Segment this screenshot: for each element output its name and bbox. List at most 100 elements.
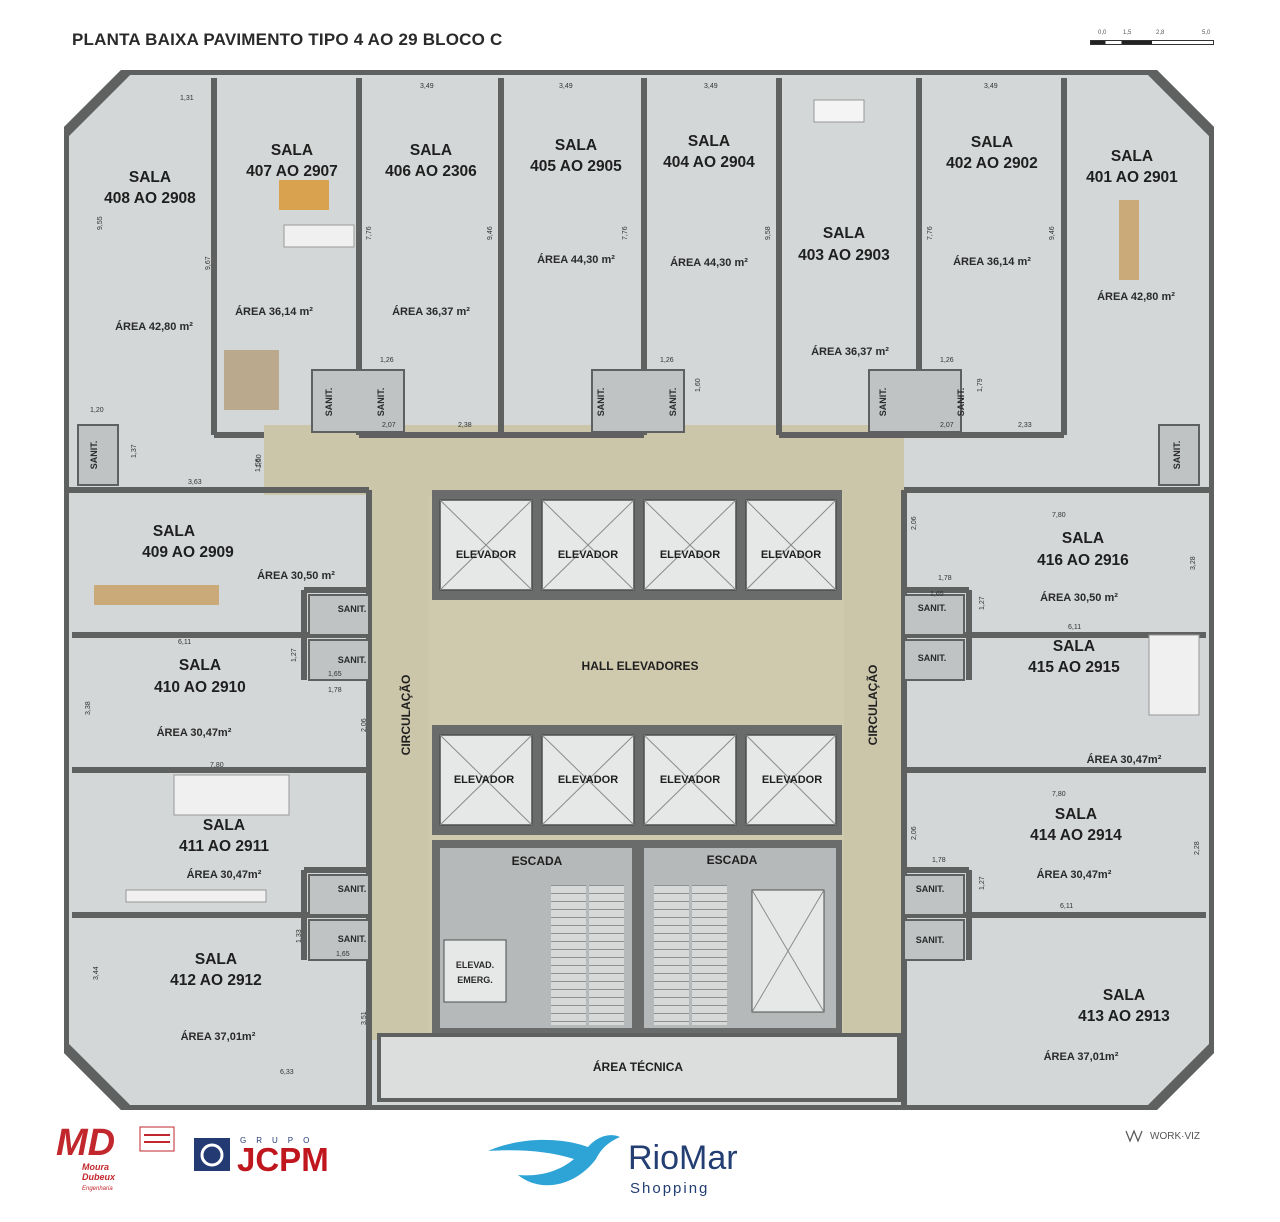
room-number: 402 AO 2902 [946,155,1038,172]
sanit-label: SANIT. [89,441,99,470]
circulation-label-right: CIRCULAÇÃO [865,665,880,746]
room-number: 415 AO 2915 [1028,659,1120,676]
plan-title: PLANTA BAIXA PAVIMENTO TIPO 4 AO 29 BLOC… [72,30,503,49]
room-number: 412 AO 2912 [170,972,262,989]
dimension: 3,49 [984,83,998,90]
dimension: 7,80 [1052,512,1066,519]
dimension: 1,50 [256,454,263,468]
jcpm-group-text: GRUPO [240,1136,319,1145]
technical-area-label: ÁREA TÉCNICA [593,1059,684,1074]
elevator-label: ELEVADOR [558,549,618,561]
dimension: 1,65 [328,671,342,678]
elevator-label: ELEVADOR [456,549,516,561]
sanit-label: SANIT. [338,655,367,665]
md-logo-sub: Moura [82,1162,109,1172]
room-number: 416 AO 2916 [1037,552,1129,569]
md-badge [139,1126,175,1152]
elevator-label: ELEVADOR [761,549,821,561]
logo-strip: MD Moura Dubeux Engenharia GRUPO JCPM Ri… [0,1115,1280,1217]
sanit-label: SANIT. [1172,441,1182,470]
riomar-logo: RioMar Shopping [488,1135,738,1197]
dimension-labels: 1,31 3,49 3,49 3,49 3,49 9,55 9,67 7,76 … [85,83,1201,1076]
riomar-logo-sub: Shopping [630,1180,709,1197]
dimension: 1,26 [940,357,954,364]
room-label: SALA [971,134,1013,151]
elevator-label: ELEVADOR [660,549,720,561]
sanit-label: SANIT. [376,388,386,417]
dimension: 1,31 [180,95,194,102]
room-area: ÁREA 44,30 m² [670,256,748,269]
jcpm-logo-text: JCPM [237,1141,329,1178]
dimension: 7,76 [622,226,629,240]
sanit-label: SANIT. [596,388,606,417]
workviz-logo-text: WORK·VIZ [1150,1131,1200,1142]
dimension: 9,55 [97,216,104,230]
sanit-label: SANIT. [918,653,947,663]
dimension: 6,11 [178,639,191,646]
workviz-mark-icon [1125,1129,1143,1143]
dimension: 7,80 [1052,791,1066,798]
room-label: SALA [271,142,313,159]
room-label: SALA [1053,638,1095,655]
room-number: 408 AO 2908 [104,190,196,207]
floor-plan: SALA 408 AO 2908 ÁREA 42,80 m² SALA 407 … [64,70,1214,1110]
md-logo: MD Moura Dubeux Engenharia [56,1122,175,1192]
dimension: 9,58 [765,226,772,240]
dimension: 3,49 [704,83,718,90]
dimension: 3,49 [420,83,434,90]
dimension: 1,27 [979,596,986,610]
scale-label: 0,0 [1098,30,1107,36]
dimension: 2,06 [911,826,918,840]
sanit-label: SANIT. [338,604,367,614]
technical-area [377,1033,901,1102]
circulation-label-left: CIRCULAÇÃO [398,675,413,756]
room-area: ÁREA 30,47m² [1087,753,1162,766]
dimension: 1,33 [296,929,303,943]
dimension: 9,67 [205,256,212,270]
hall-label: HALL ELEVADORES [582,659,699,673]
sanit-label: SANIT. [338,884,367,894]
scale-label: 2,8 [1156,30,1165,36]
dimension: 3,51 [361,1011,368,1025]
room-area: ÁREA 30,47m² [1037,868,1112,881]
dimension: 1,37 [131,444,138,458]
sanit-label: SANIT. [916,935,945,945]
room-number: 413 AO 2913 [1078,1008,1170,1025]
room-area: ÁREA 36,37 m² [392,305,470,318]
scale-bar-graphic [1090,40,1214,45]
dimension: 2,06 [361,718,368,732]
riomar-wave-icon [488,1135,620,1186]
room-label: SALA [153,523,195,540]
room-label: SALA [195,951,237,968]
room-area: ÁREA 36,14 m² [235,305,313,318]
dimension: 1,20 [90,407,104,414]
room-label: SALA [1062,530,1104,547]
circulation-corridor-left [369,440,429,1040]
dimension: 2,33 [1018,422,1032,429]
logos-svg: MD Moura Dubeux Engenharia GRUPO JCPM Ri… [56,1122,1200,1197]
scale-label: 5,0 [1202,30,1211,36]
room-area: ÁREA 37,01m² [181,1030,256,1043]
dimension: 7,76 [927,226,934,240]
sanit-labels: SANIT. SANIT. SANIT. SANIT. SANIT. SANIT… [89,388,1182,945]
room-area: ÁREA 42,80 m² [1097,290,1175,303]
md-logo-sub: Dubeux [82,1172,116,1182]
scale-bar: 0,0 1,5 2,8 5,0 [1090,30,1214,50]
room-number: 414 AO 2914 [1030,827,1122,844]
dimension: 3,28 [1190,556,1197,570]
sanitary-blocks [77,369,1200,961]
dimension: 1,27 [291,648,298,662]
stair-flight [589,885,624,1025]
dimension: 6,33 [280,1069,294,1076]
room-area: ÁREA 44,30 m² [537,253,615,266]
room-number: 411 AO 2911 [179,838,269,855]
dimension: 6,11 [1068,624,1081,631]
room-area: ÁREA 30,50 m² [257,569,335,582]
room-number: 406 AO 2306 [385,163,477,180]
dimension: 6,11 [1060,903,1073,910]
room-label: SALA [410,142,452,159]
room-label: SALA [1103,987,1145,1004]
elevator-label: ELEVADOR [762,774,822,786]
dimension: 3,49 [559,83,573,90]
dimension: 7,76 [366,226,373,240]
